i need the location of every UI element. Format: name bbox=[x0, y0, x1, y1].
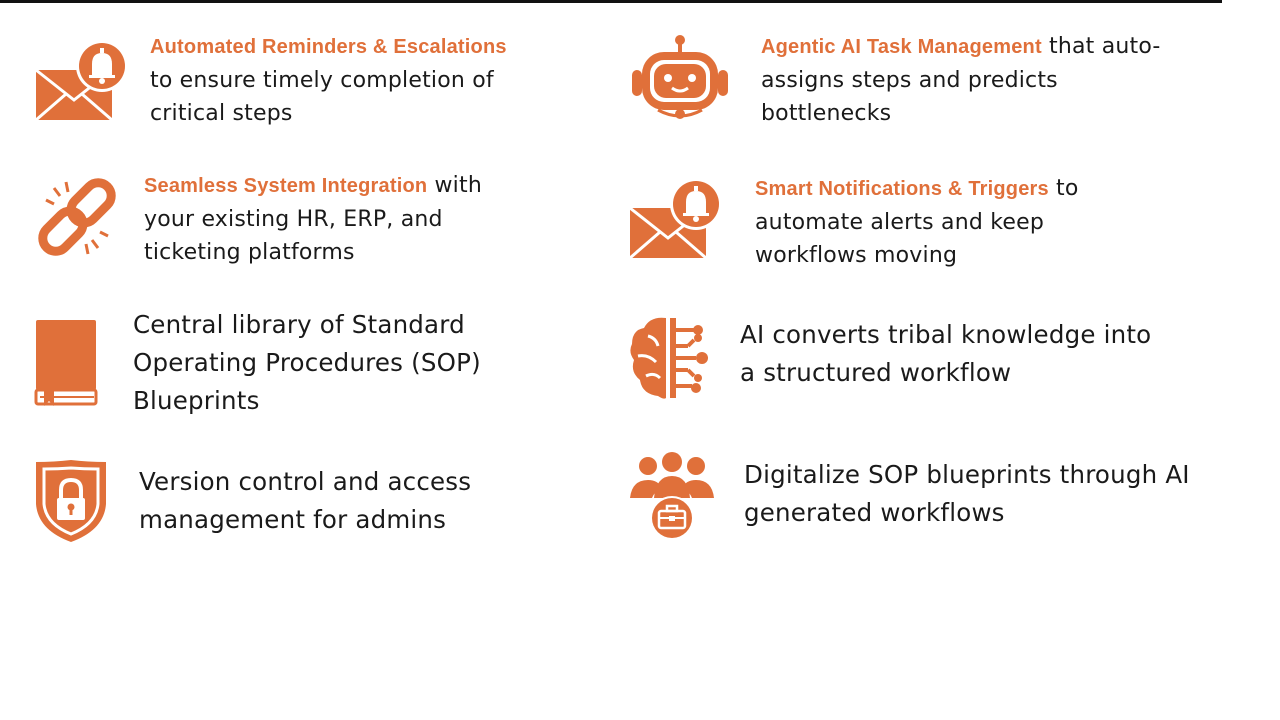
top-rule bbox=[0, 0, 1222, 3]
feature-text: to automate alerts and keep workflows mo… bbox=[755, 176, 1079, 268]
feature-text: Version control and access management fo… bbox=[139, 467, 472, 534]
feature-text: to ensure timely completion of critical … bbox=[150, 68, 494, 126]
robot-icon bbox=[628, 34, 732, 120]
feature-highlight: Smart Notifications & Triggers bbox=[755, 178, 1049, 200]
feature-highlight: Automated Reminders & Escalations bbox=[150, 36, 507, 58]
envelope-bell-icon bbox=[34, 38, 130, 122]
feature-text: with your existing HR, ERP, and ticketin… bbox=[144, 173, 482, 265]
ai-brain-icon bbox=[628, 312, 710, 402]
feature-text: AI converts tribal knowledge into a stru… bbox=[740, 320, 1152, 387]
shield-lock-icon bbox=[34, 458, 108, 544]
chain-link-icon bbox=[32, 174, 122, 260]
feature-highlight: Agentic AI Task Management bbox=[761, 36, 1042, 58]
feature-text: Digitalize SOP blueprints through AI gen… bbox=[744, 460, 1190, 527]
feature-text: that auto-assigns steps and predicts bot… bbox=[761, 34, 1161, 126]
envelope-bell-icon bbox=[628, 176, 724, 260]
team-briefcase-icon bbox=[628, 452, 716, 540]
book-icon bbox=[34, 320, 98, 408]
feature-text: Central library of Standard Operating Pr… bbox=[133, 310, 481, 415]
feature-highlight: Seamless System Integration bbox=[144, 175, 428, 197]
